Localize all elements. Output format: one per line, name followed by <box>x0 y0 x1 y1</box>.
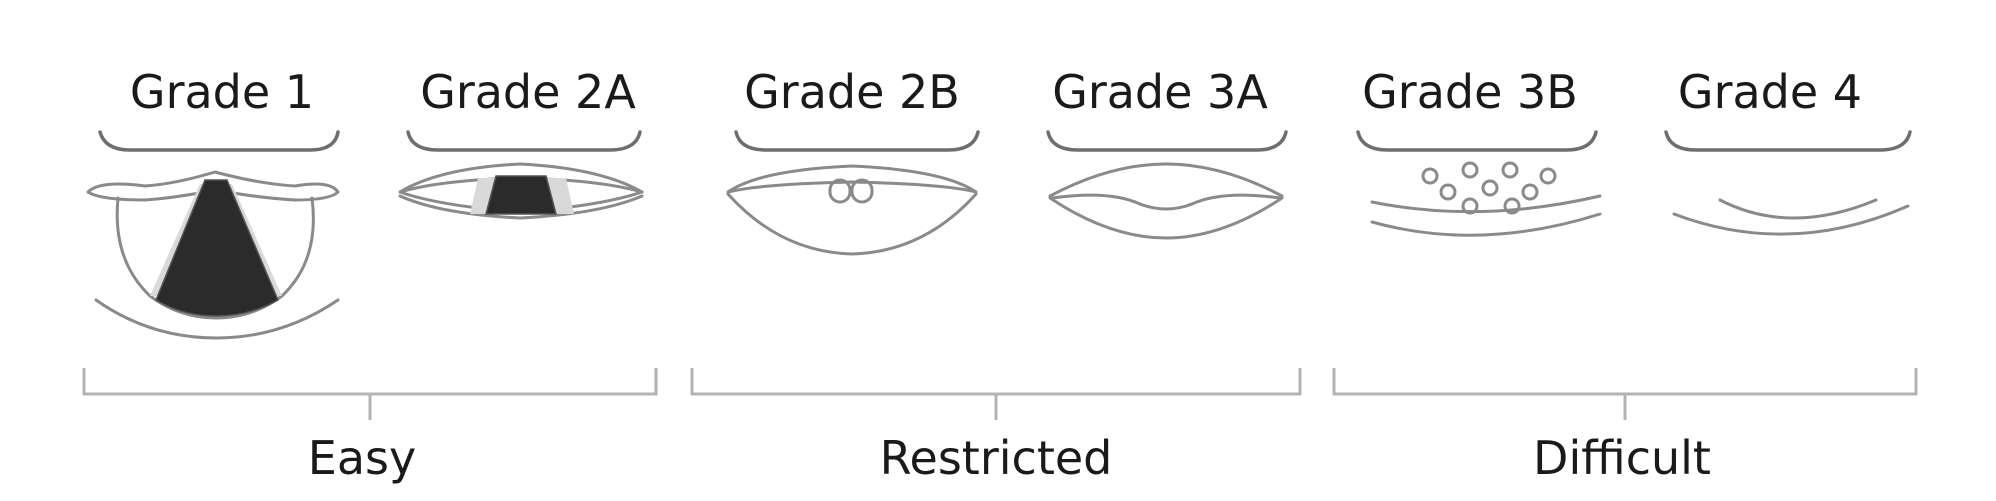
grade-2a-illustration <box>398 130 644 220</box>
grade-3b-label: Grade 3B <box>1362 65 1578 119</box>
grade-3a-illustration <box>1046 130 1288 240</box>
grade-4-illustration <box>1664 130 1912 236</box>
grade-2b-illustration <box>726 130 980 256</box>
grade-4-label: Grade 4 <box>1678 65 1862 119</box>
grade-1-label: Grade 1 <box>130 65 314 119</box>
grade-3a-label: Grade 3A <box>1052 65 1268 119</box>
grade-2b-label: Grade 2B <box>744 65 960 119</box>
restricted-bracket <box>690 368 1302 420</box>
easy-label: Easy <box>308 431 416 485</box>
restricted-label: Restricted <box>880 431 1113 485</box>
difficult-label: Difficult <box>1533 431 1711 485</box>
difficult-bracket <box>1332 368 1918 420</box>
grade-1-illustration <box>86 130 340 340</box>
easy-bracket <box>82 368 658 420</box>
grade-2a-label: Grade 2A <box>420 65 636 119</box>
grade-3b-illustration <box>1356 130 1602 237</box>
